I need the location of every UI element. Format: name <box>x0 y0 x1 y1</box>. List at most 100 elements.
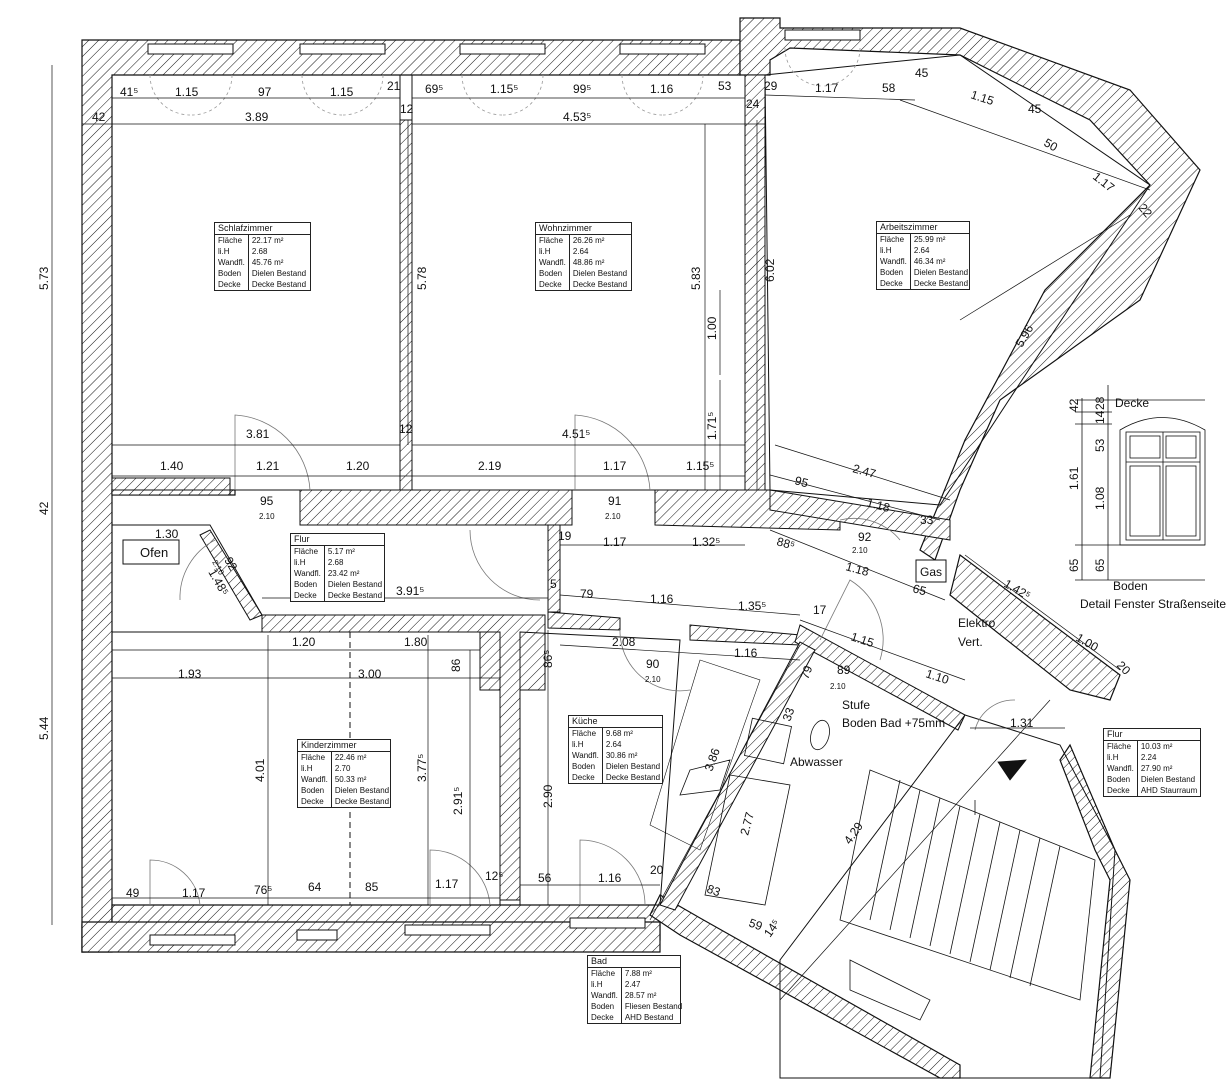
dim-389: 3.89 <box>245 110 269 124</box>
dim-97: 97 <box>258 85 272 99</box>
dim-131: 1.31 <box>1010 716 1034 730</box>
dim-79b: 79 <box>798 663 816 681</box>
abwasser-label: Abwasser <box>790 755 843 769</box>
staircase <box>839 759 1096 1021</box>
interior-walls <box>111 74 966 911</box>
dim-291: 2.91⁵ <box>451 787 465 815</box>
det-65b: 65 <box>1093 558 1107 572</box>
dim-115b: 1.15 <box>330 85 354 99</box>
dim-219: 2.19 <box>478 459 502 473</box>
windows <box>147 29 861 946</box>
dim-79: 79 <box>580 587 594 601</box>
dim-171: 1.71⁵ <box>705 412 719 440</box>
dim-602: 6.02 <box>763 258 777 282</box>
wall-horizontal-top <box>111 477 231 496</box>
dim-377: 3.77⁵ <box>415 754 429 782</box>
ofen-box <box>122 539 180 565</box>
det-42: 42 <box>1067 398 1081 412</box>
toilet <box>810 719 830 751</box>
dim-89: 89 <box>837 663 851 677</box>
detail-decke-label: Decke <box>1115 396 1149 410</box>
dim-42b: 42 <box>37 501 51 515</box>
dim-115b: 1.15 <box>849 630 876 651</box>
counter <box>679 759 731 796</box>
sink <box>744 717 792 765</box>
dim-53: 53 <box>718 79 732 93</box>
dim-116c: 1.16 <box>598 871 622 885</box>
bad-fixtures <box>649 659 830 906</box>
dim-58: 58 <box>882 81 896 95</box>
dim-120a: 1.20 <box>346 459 370 473</box>
det-108: 1.08 <box>1093 486 1107 510</box>
dim-573: 5.73 <box>37 266 51 290</box>
window-swings <box>149 47 861 116</box>
dim-401: 4.01 <box>253 758 267 782</box>
direction-triangle <box>997 759 1027 781</box>
room-outlines <box>111 54 1151 1079</box>
window-detail-labels: 42 28 14 53 1.61 1.08 65 65 Decke Boden … <box>1067 396 1226 611</box>
gas-box <box>915 559 947 583</box>
dim-995: 99⁵ <box>573 82 591 96</box>
detail-boden-label: Boden <box>1113 579 1148 593</box>
dim-391: 3.91⁵ <box>396 584 424 598</box>
dim-115: 1.15 <box>175 85 199 99</box>
boden-bad-label: Boden Bad +75mm <box>842 716 945 730</box>
dim-1155: 1.15⁵ <box>490 82 518 96</box>
dim-85: 85 <box>365 880 379 894</box>
dim-180: 1.80 <box>404 635 428 649</box>
dim-117a: 1.17 <box>603 459 627 473</box>
dim-210b: 2.10 <box>605 512 621 521</box>
dim-92b: 92 <box>221 555 240 574</box>
dim-86a: 86 <box>449 658 463 672</box>
room-name: Schlafzimmer <box>215 223 310 235</box>
dim-45b: 45 <box>1028 102 1042 116</box>
dim-42: 42 <box>92 110 106 124</box>
dim-29: 29 <box>764 79 778 93</box>
dim-118b: 1.18 <box>844 559 870 579</box>
gas-label: Gas <box>920 565 942 579</box>
dim-45a: 45 <box>915 66 929 80</box>
wall-wohn-arbeit <box>744 74 766 496</box>
bathtub <box>704 774 791 906</box>
dim-121: 1.21 <box>256 459 280 473</box>
dim-116: 1.16 <box>650 82 674 96</box>
dim-120b: 1.20 <box>292 635 316 649</box>
dim-453: 4.53⁵ <box>563 110 591 124</box>
dim-59: 59 <box>747 916 765 934</box>
dim-429: 4.29 <box>841 819 866 846</box>
det-161: 1.61 <box>1067 466 1081 490</box>
dim-210c: 2.10 <box>852 546 868 555</box>
dim-210e: 2.10 <box>645 675 661 684</box>
dim-91: 91 <box>608 494 622 508</box>
wall-flur1-left <box>199 529 263 621</box>
dim-115: 1.15⁵ <box>686 459 714 473</box>
dimension-texts: 41⁵ 1.15 97 1.15 21 69⁵ 1.15⁵ 99⁵ 1.16 5… <box>37 66 1155 940</box>
dim-21: 21 <box>387 79 401 93</box>
dimension-lines <box>51 65 1151 1001</box>
room-name: Flur <box>1104 729 1200 741</box>
dim-765: 76⁵ <box>254 883 272 897</box>
dim-885: 88⁵ <box>775 534 796 552</box>
wall-kueche-top <box>547 611 621 631</box>
dim-33a: 33 <box>920 513 934 527</box>
dim-24: 24 <box>746 97 760 111</box>
dim-381: 3.81 <box>246 427 270 441</box>
dim-451: 4.51⁵ <box>562 427 590 441</box>
dim-17: 17 <box>813 603 827 617</box>
vert-label: Vert. <box>958 635 983 649</box>
dim-210a: 2.10 <box>259 512 275 521</box>
dim-193: 1.93 <box>178 667 202 681</box>
dim-117d: 1.17 <box>435 877 459 891</box>
dim-117: 1.17 <box>815 81 839 95</box>
dim-583: 5.83 <box>689 266 703 290</box>
